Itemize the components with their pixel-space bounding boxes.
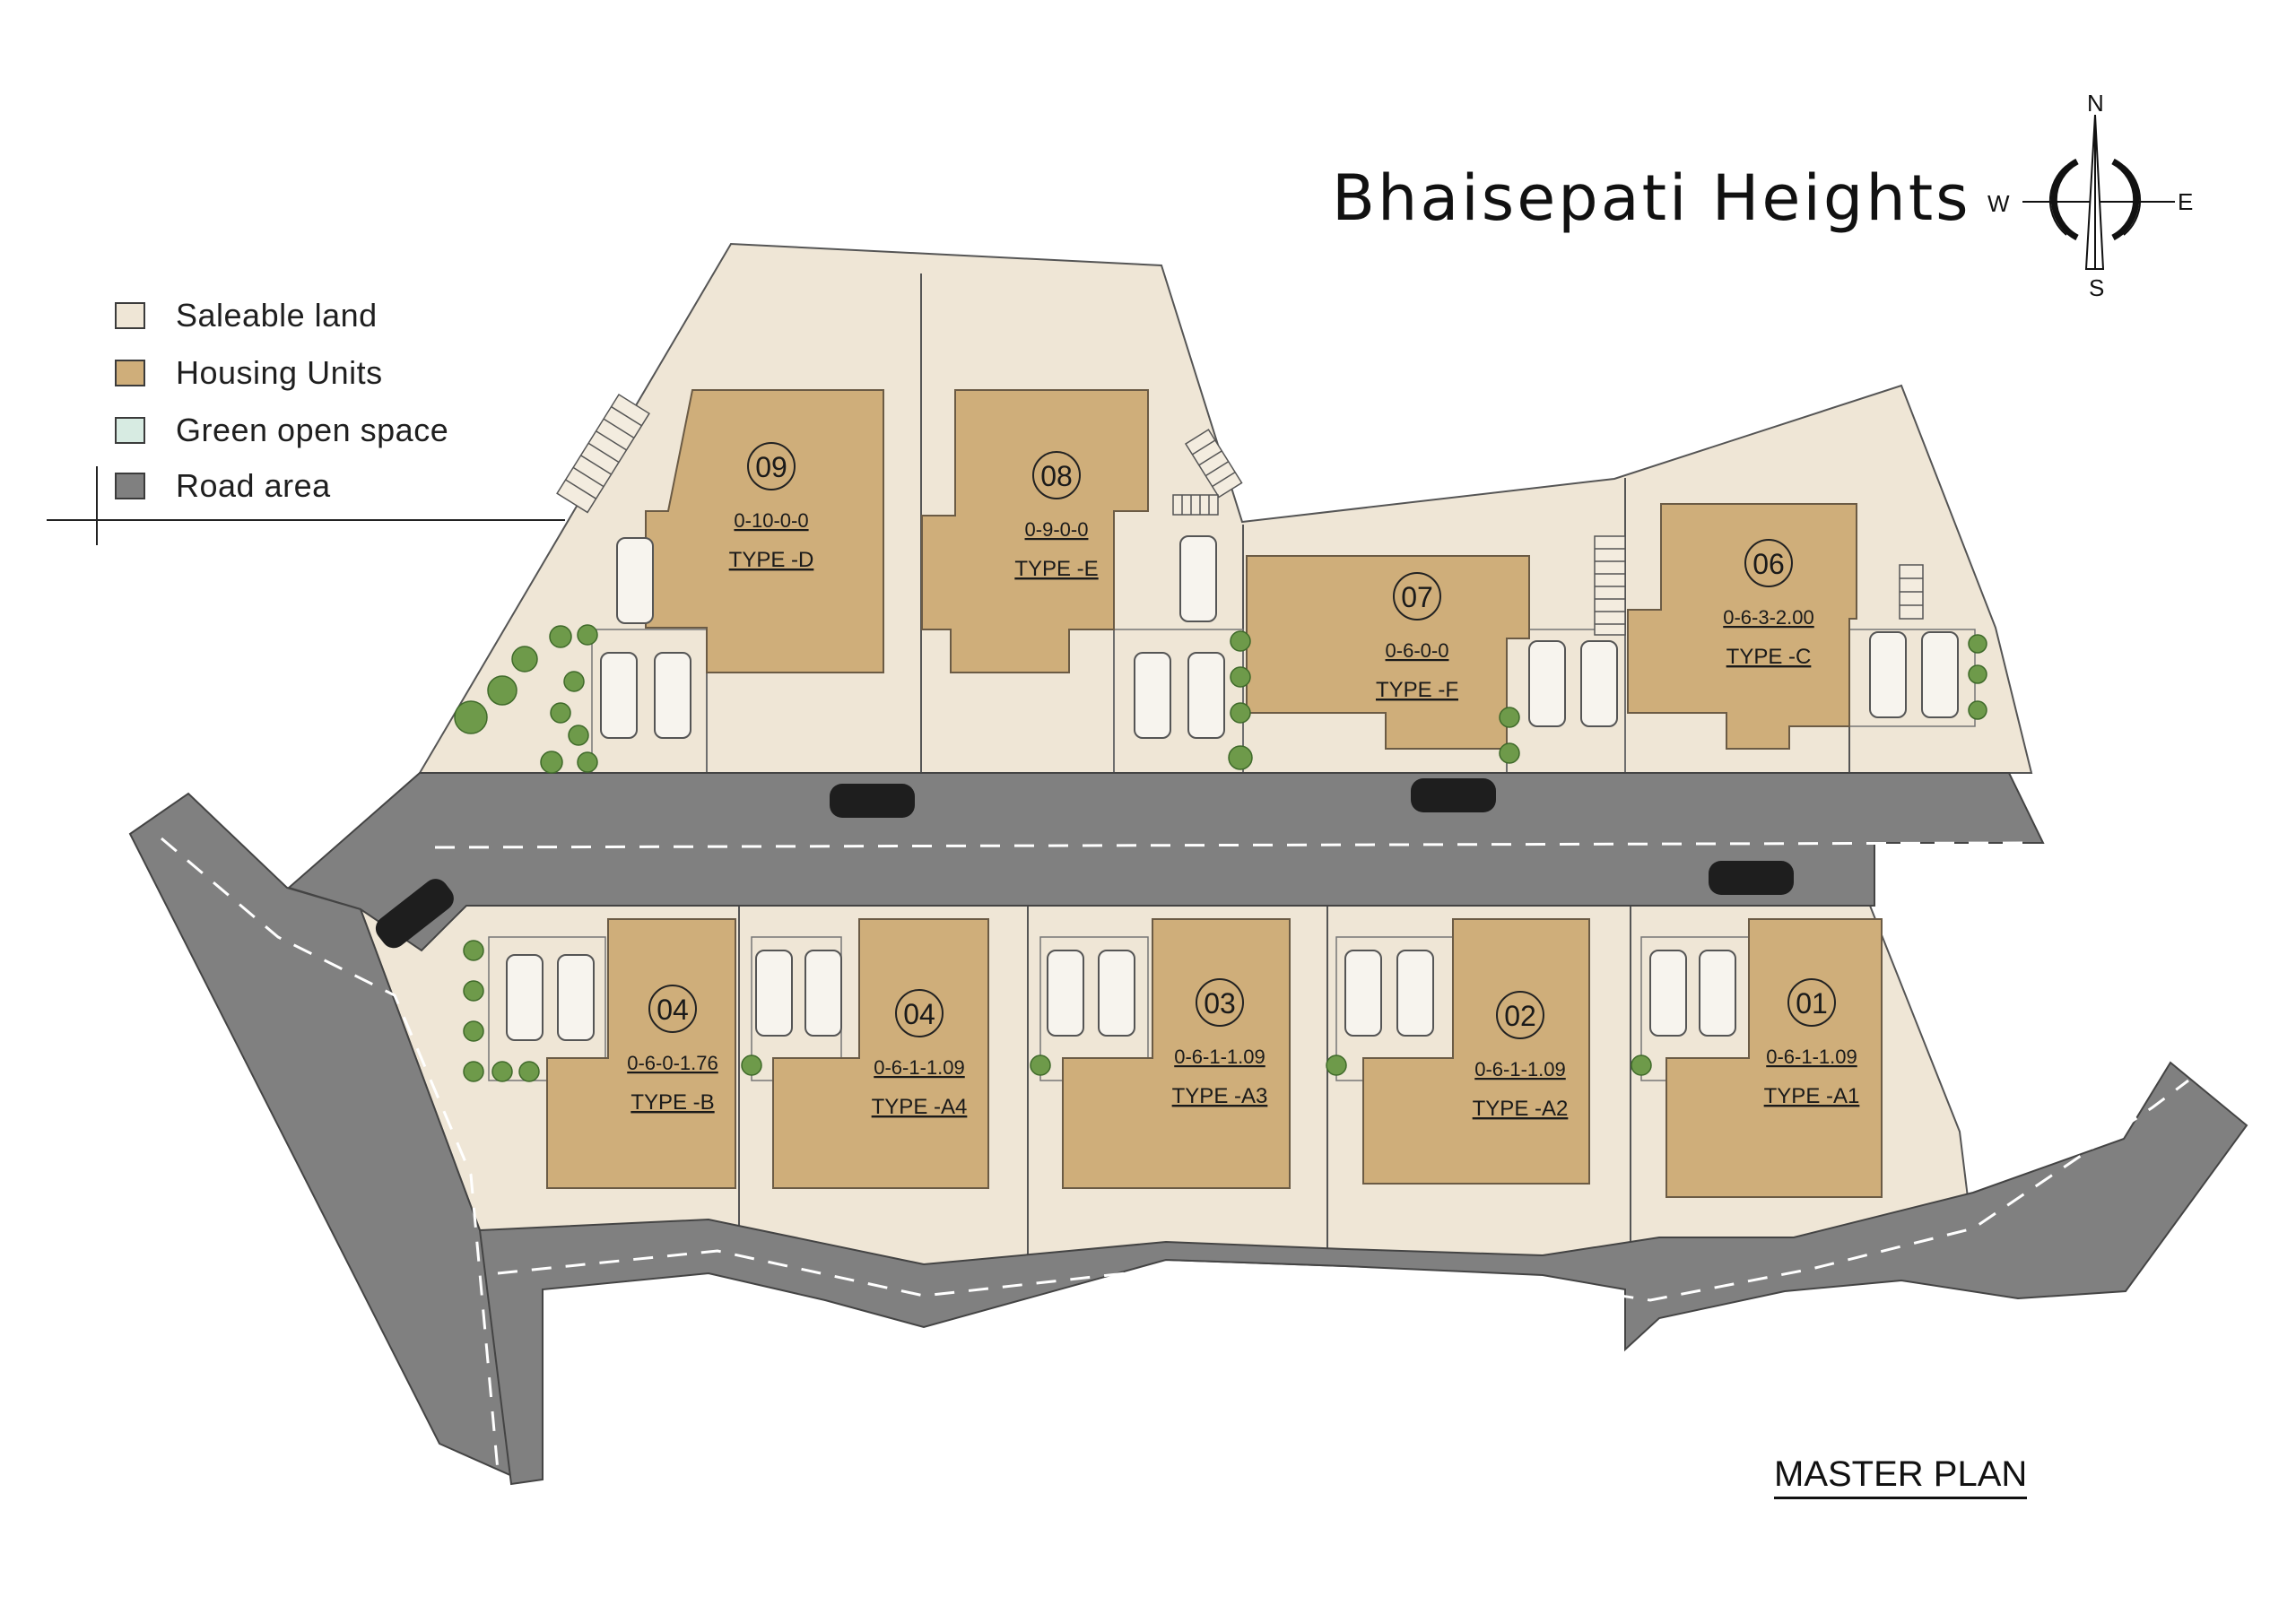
parked-cars xyxy=(506,535,1959,1041)
plot-number: 04 xyxy=(657,994,689,1026)
plot-number: 04 xyxy=(903,998,935,1030)
plot-number-circle xyxy=(1196,978,1244,1027)
plot-type: TYPE -D xyxy=(729,548,814,572)
plot-number-circle xyxy=(1032,451,1081,499)
legend-label: Saleable land xyxy=(176,297,378,334)
legend-label: Road area xyxy=(176,467,331,504)
road-cars xyxy=(375,778,1794,949)
plot-number-circle xyxy=(1787,978,1836,1027)
plot-number: 07 xyxy=(1401,581,1433,613)
plot-area: 0-6-0-0 xyxy=(1386,639,1449,662)
plot-number-circle xyxy=(648,985,697,1033)
plot-area: 0-10-0-0 xyxy=(734,509,808,532)
compass-west-label: W xyxy=(1987,190,2010,217)
plot-number: 01 xyxy=(1796,987,1828,1020)
plot-type: TYPE -C xyxy=(1726,645,1812,669)
plot-number-circle xyxy=(1496,991,1544,1039)
housing-units xyxy=(546,389,1883,1198)
plot-type: TYPE -A1 xyxy=(1764,1084,1860,1108)
plot-number: 08 xyxy=(1040,460,1073,492)
road-centerlines xyxy=(161,837,2189,1471)
legend-saleable-land: Saleable land xyxy=(115,296,378,335)
legend-swatch xyxy=(115,360,145,386)
plot-type: TYPE -F xyxy=(1376,678,1458,702)
compass-north-label: N xyxy=(2087,90,2104,117)
plot-number: 03 xyxy=(1204,987,1236,1020)
plot-number-circle xyxy=(1744,539,1793,587)
plan-title: Bhaisepati Heights xyxy=(1332,161,1971,235)
plot-area: 0-6-1-1.09 xyxy=(1766,1046,1857,1068)
green-shrubs xyxy=(454,624,1987,1082)
master-plan-label: MASTER PLAN xyxy=(1774,1454,2028,1499)
plot-area: 0-6-3-2.00 xyxy=(1723,606,1814,629)
plot-area: 0-6-0-1.76 xyxy=(627,1052,718,1074)
plot-area: 0-6-1-1.09 xyxy=(1174,1046,1265,1068)
legend-label: Housing Units xyxy=(176,354,383,391)
legend-housing-units: Housing Units xyxy=(115,353,383,393)
plot-type: TYPE -A2 xyxy=(1473,1097,1569,1121)
compass-rose xyxy=(2022,114,2175,270)
plot-area: 0-9-0-0 xyxy=(1025,518,1089,541)
compass-south-label: S xyxy=(2089,274,2105,301)
plot-number: 06 xyxy=(1752,548,1785,580)
plot-number: 09 xyxy=(755,451,787,483)
plot-number-circle xyxy=(1393,572,1441,621)
plot-number-circle xyxy=(747,442,796,490)
road-area xyxy=(128,772,2248,1486)
plot-area: 0-6-1-1.09 xyxy=(874,1056,965,1079)
legend-swatch xyxy=(115,302,145,329)
plot-type: TYPE -E xyxy=(1014,557,1098,581)
legend-swatch xyxy=(115,473,145,499)
compass-east-label: E xyxy=(2178,188,2194,215)
legend-road-area: Road area xyxy=(115,466,331,506)
plot-type: TYPE -A3 xyxy=(1172,1084,1268,1108)
plot-type: TYPE -B xyxy=(631,1090,714,1115)
stairs xyxy=(556,393,1924,636)
legend-swatch xyxy=(115,417,145,444)
plot-number: 02 xyxy=(1504,1000,1536,1032)
plot-area: 0-6-1-1.09 xyxy=(1474,1058,1566,1081)
legend-label: Green open space xyxy=(176,412,449,448)
plot-type: TYPE -A4 xyxy=(872,1095,968,1119)
plot-number-circle xyxy=(895,989,944,1037)
legend-green-open-space: Green open space xyxy=(115,411,448,450)
